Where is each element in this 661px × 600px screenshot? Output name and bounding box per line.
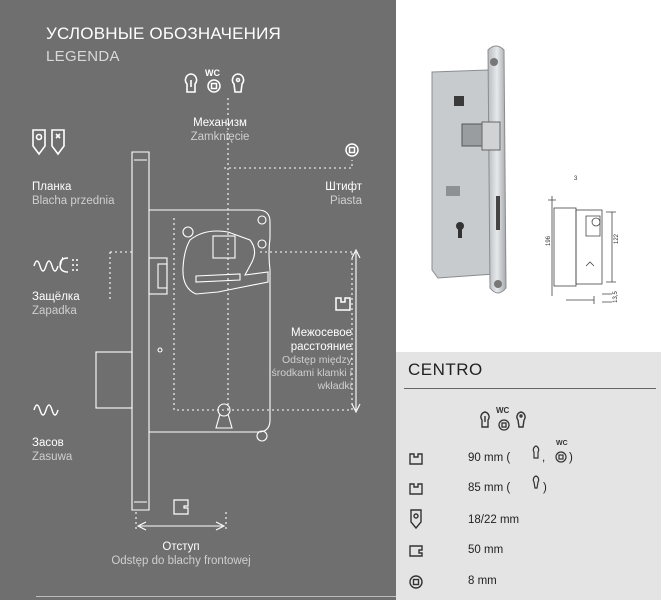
lock-photo — [431, 45, 507, 294]
strike-icon — [32, 129, 65, 156]
cylinder-icon — [231, 73, 245, 93]
spec-row-1-wc: WC — [556, 440, 568, 447]
bolt-label: Засов Zasuwa — [32, 437, 73, 463]
spec-row-1-value: 90 mm ( — [468, 452, 511, 464]
keyhole-icon — [184, 73, 198, 93]
title-separator — [404, 388, 656, 389]
technical-drawing — [548, 196, 616, 304]
pin-icon — [345, 143, 359, 157]
spacing-icon — [335, 297, 351, 311]
keyhole-icon — [532, 445, 540, 459]
cylinder-icon — [532, 475, 540, 489]
spec-row-2-value: 85 mm ( — [468, 482, 511, 494]
legend-subtitle: LEGENDA — [46, 48, 120, 65]
spacing-icon — [409, 453, 423, 465]
spec-row-5-value: 8 mm — [468, 575, 497, 587]
spec-row-3-value: 18/22 mm — [468, 514, 520, 526]
spacing-ru: Межосевое расстояние — [290, 327, 352, 353]
legend-title: УСЛОВНЫЕ ОБОЗНАЧЕНИЯ — [46, 24, 282, 43]
pin-icon — [409, 575, 423, 589]
latch-label: Защёлка Zapadka — [32, 291, 80, 317]
product-name: CENTRO — [408, 360, 483, 379]
pin-label: Штифт Piasta — [325, 181, 362, 207]
keyhole-icon — [480, 411, 490, 428]
spec-row-1-after: ) — [569, 452, 573, 464]
cylinder-icon — [516, 411, 526, 428]
wc-lock-icon — [555, 451, 567, 463]
wc-header-label: WC — [496, 406, 510, 415]
spacing-icon — [409, 483, 423, 495]
bottom-rule — [36, 596, 396, 597]
strike-label: Планка Blacha przednia — [32, 181, 115, 207]
dim-3: 3 — [574, 176, 578, 182]
lock-diagram — [95, 98, 361, 532]
mechanism-label: Механизм Zamknięcie — [190, 117, 250, 143]
spec-table: CENTRO WC 90 mm ( , WC ) 85 mm ( ) 18/22… — [396, 352, 661, 600]
dim-196: 196 — [546, 235, 553, 247]
latch-spring-icon — [33, 257, 80, 273]
backset-icon — [409, 545, 423, 557]
product-photo-area: 3 196 122 13,5 — [396, 0, 661, 352]
backset-label: Отступ Odstęp do blachy frontowej — [111, 541, 251, 567]
spec-row-1-comma: , — [542, 452, 546, 464]
dim-122: 122 — [614, 233, 621, 245]
dim-13-5: 13,5 — [612, 291, 619, 303]
slash-label: / — [60, 257, 64, 269]
wc-label: WC — [205, 68, 220, 78]
legend-panel: УСЛОВНЫЕ ОБОЗНАЧЕНИЯ LEGENDA — [0, 0, 396, 600]
spec-row-4-value: 50 mm — [468, 544, 504, 556]
wc-lock-icon — [498, 419, 510, 431]
spec-row-2-after: ) — [543, 482, 547, 494]
wc-lock-icon — [207, 79, 221, 93]
bolt-spring-icon — [33, 404, 59, 416]
strike-icon — [410, 509, 422, 530]
spacing-pl: Odstęp między środkami klamki i wkładki — [271, 354, 352, 392]
